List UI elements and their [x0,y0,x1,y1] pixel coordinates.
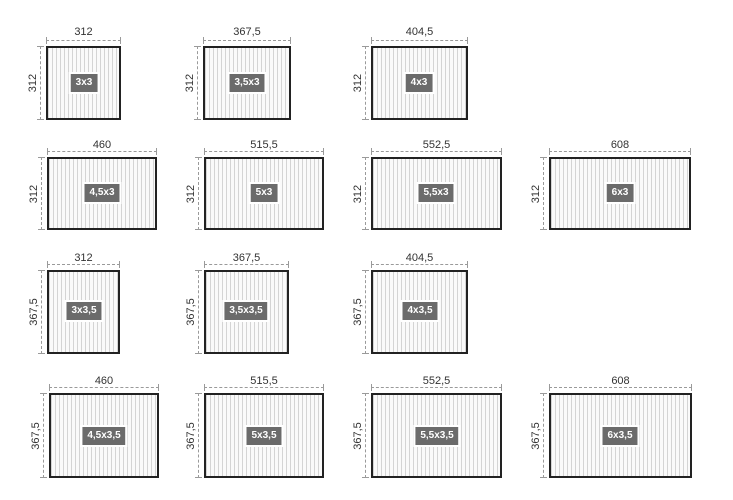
width-label: 404,5 [405,26,434,38]
depth-label: 312 [352,184,364,204]
width-label: 367,5 [233,26,261,38]
floor-outline [47,157,157,230]
depth-dimension-line [540,157,551,230]
width-label: 608 [611,375,630,387]
depth-dimension-line [194,46,205,120]
width-label: 515,5 [250,375,278,387]
size-badge: 4x3 [403,72,435,94]
width-label: 552,5 [422,375,451,387]
width-label: 515,5 [250,139,278,151]
depth-dimension-line [195,270,206,354]
depth-label: 312 [28,184,40,204]
size-badge: 5x3 [248,182,280,204]
size-badge: 3,5x3,5 [222,300,270,322]
size-badge: 5,5x3 [416,182,456,204]
size-badge: 4,5x3,5 [80,425,128,447]
width-dimension-line [49,384,159,395]
width-label: 404,5 [405,252,434,264]
width-dimension-line [371,261,468,272]
depth-label: 367,5 [30,422,42,450]
depth-label: 312 [27,73,39,93]
width-dimension-line [549,148,691,159]
width-dimension-line [47,261,120,272]
depth-label: 312 [352,73,364,93]
width-label: 552,5 [422,139,451,151]
width-dimension-line [204,384,324,395]
width-label: 367,5 [232,252,261,264]
depth-dimension-line [37,46,48,120]
floor-outline [204,393,324,478]
size-badge: 3,5x3 [227,72,267,94]
depth-dimension-line [38,270,49,354]
width-label: 312 [74,26,93,38]
floor-outline [371,270,468,354]
size-badge: 3x3 [68,72,100,94]
width-label: 460 [94,375,114,387]
depth-label: 367,5 [28,298,40,326]
depth-dimension-line [362,157,373,230]
size-badge: 4,5x3 [82,182,122,204]
depth-label: 367,5 [352,298,364,326]
depth-dimension-line [38,157,49,230]
width-dimension-line [371,148,502,159]
size-badge: 5x3,5 [244,425,284,447]
depth-label: 367,5 [185,298,197,326]
floor-outline [371,46,468,120]
width-dimension-line [204,261,289,272]
floor-outline [371,393,502,478]
depth-label: 367,5 [352,422,364,450]
depth-dimension-line [362,393,373,478]
width-dimension-line [371,384,502,395]
width-dimension-line [46,37,121,48]
floor-outline [49,393,159,478]
depth-dimension-line [540,393,551,478]
width-dimension-line [47,148,157,159]
depth-label: 312 [185,184,197,204]
depth-dimension-line [40,393,51,478]
depth-label: 312 [184,73,196,93]
depth-dimension-line [195,393,206,478]
width-dimension-line [371,37,468,48]
depth-label: 367,5 [530,422,542,450]
width-label: 460 [92,139,112,151]
size-badge: 3x3,5 [64,300,104,322]
depth-dimension-line [362,270,373,354]
width-dimension-line [204,148,324,159]
size-badge: 4x3,5 [400,300,440,322]
width-dimension-line [549,384,692,395]
size-badge: 6x3 [604,182,636,204]
depth-dimension-line [362,46,373,120]
width-dimension-line [203,37,291,48]
size-badge: 6x3,5 [600,425,640,447]
depth-label: 312 [530,184,542,204]
size-badge: 5,5x3,5 [413,425,461,447]
depth-dimension-line [195,157,206,230]
width-label: 312 [74,252,93,264]
width-label: 608 [610,139,630,151]
depth-label: 367,5 [185,422,197,450]
